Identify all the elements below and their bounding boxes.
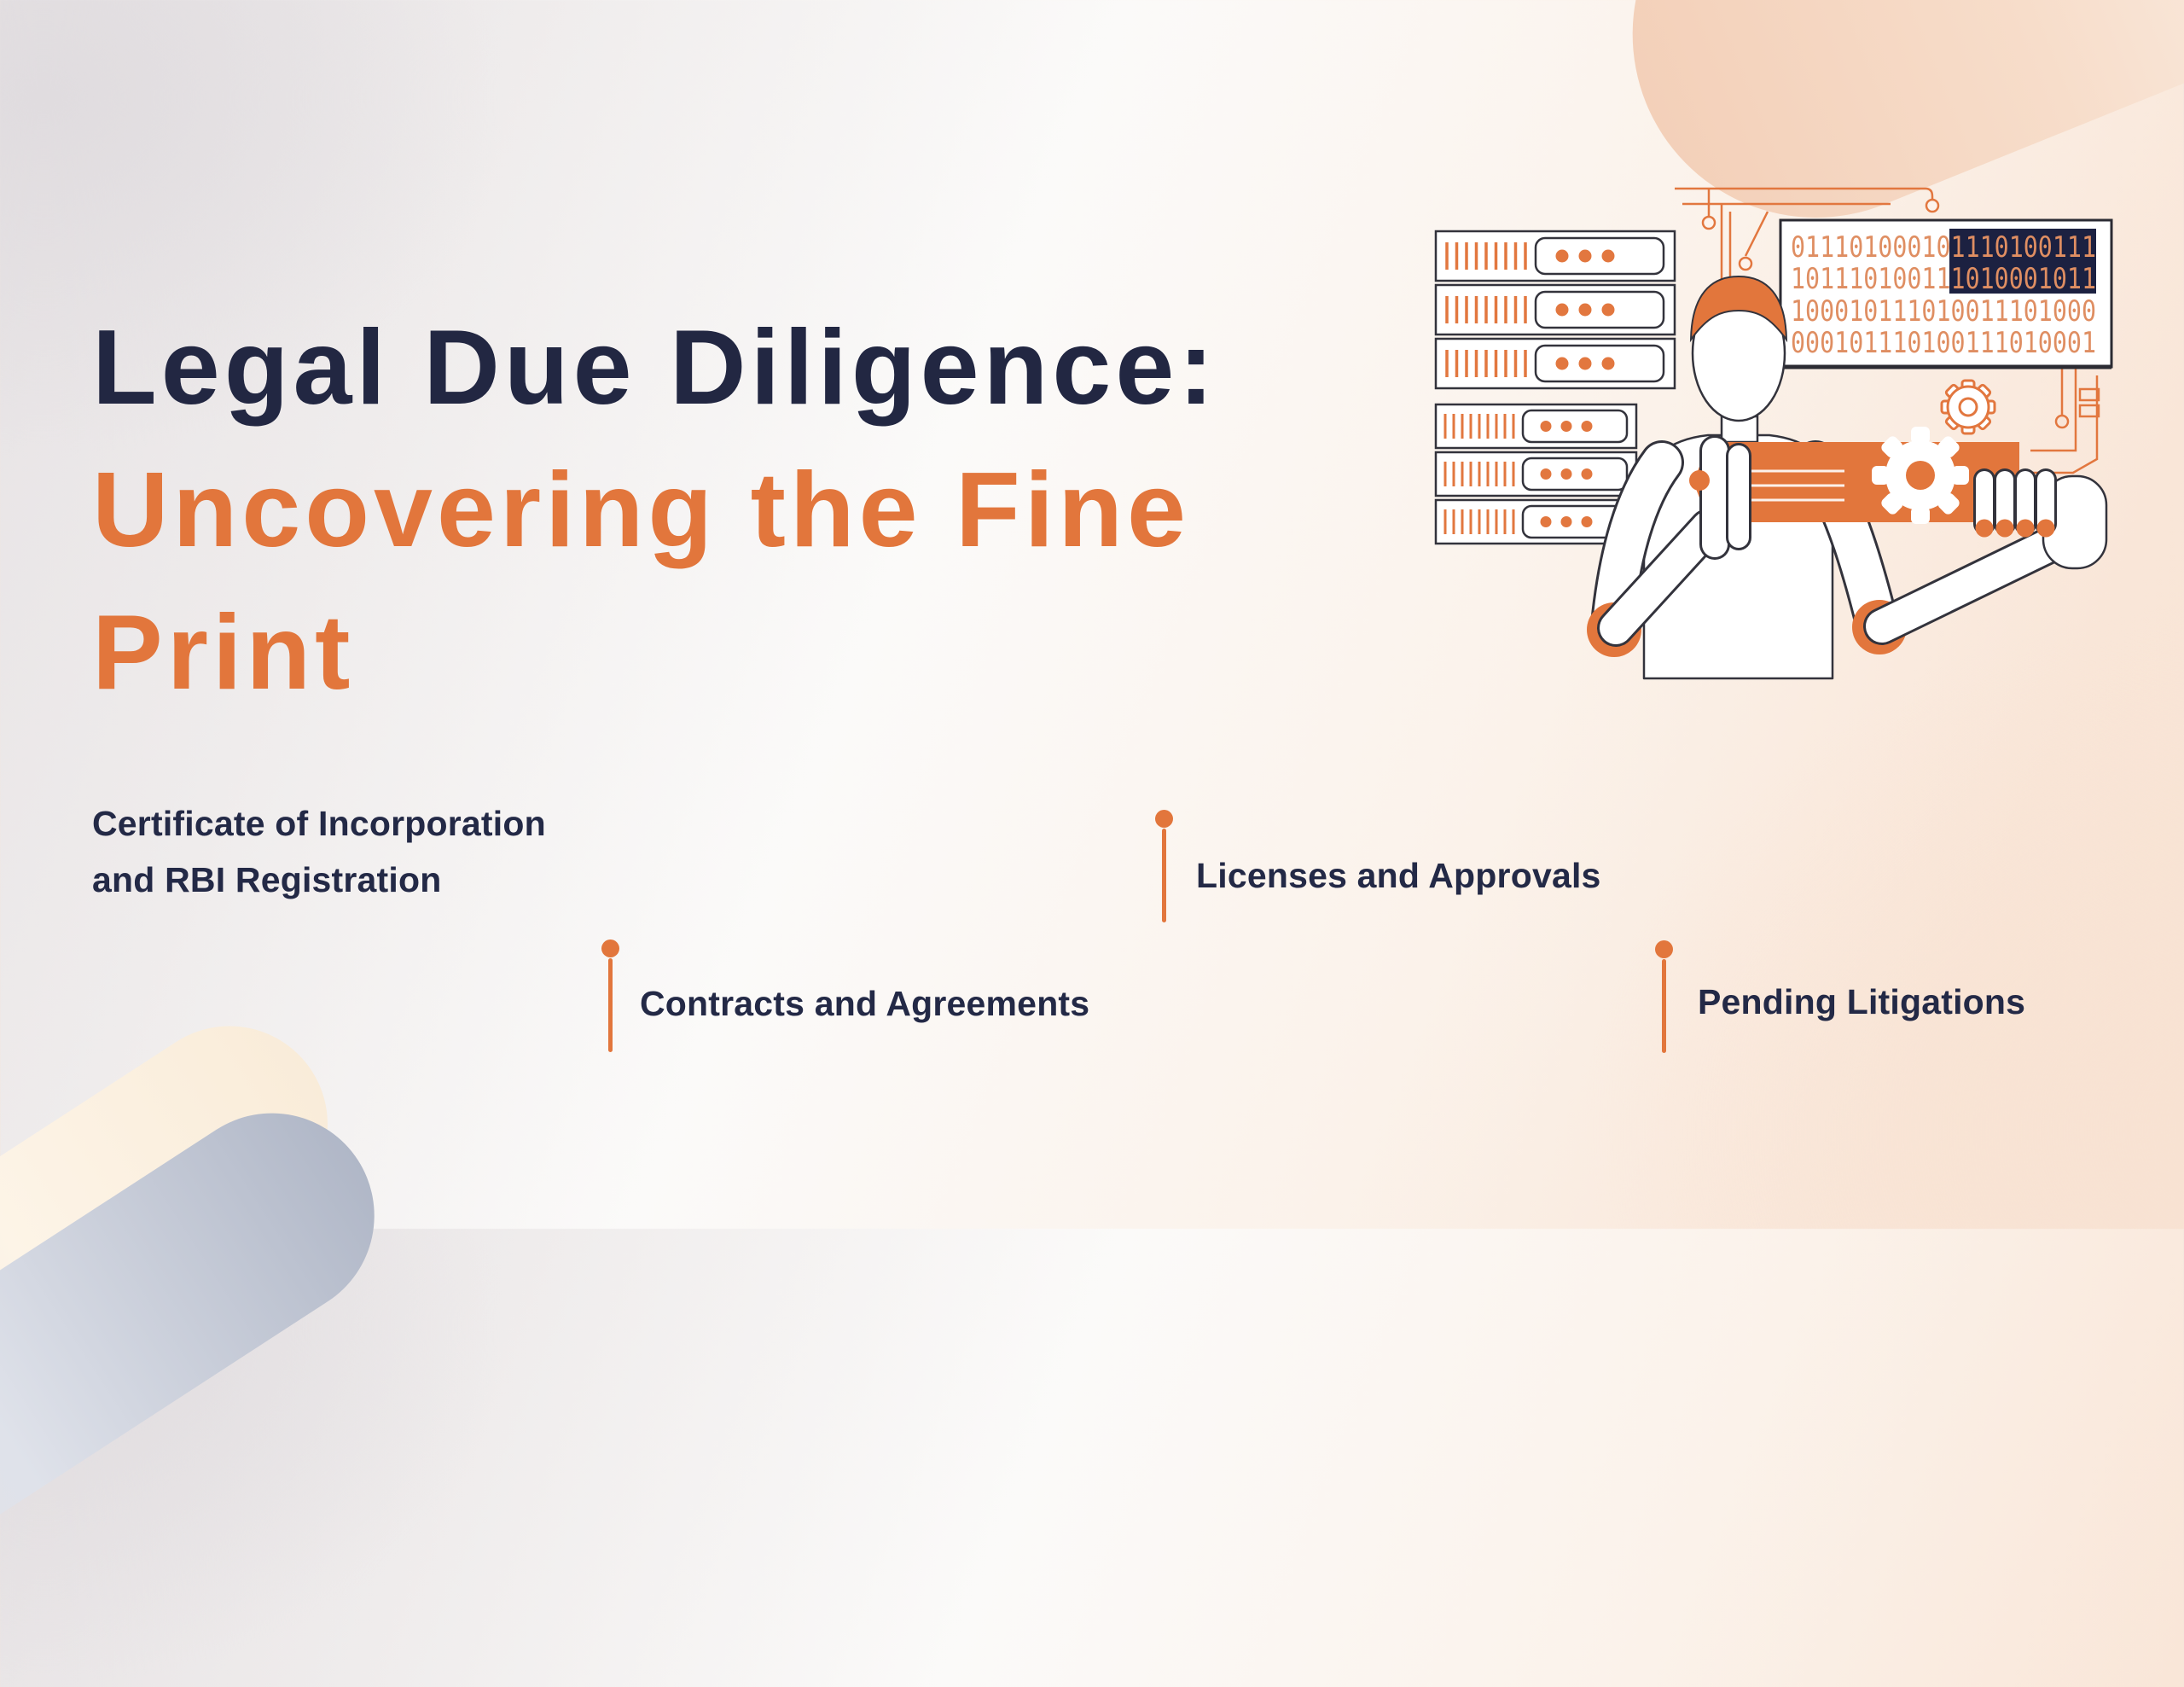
title-line-3: Print <box>92 594 355 712</box>
data-bar <box>1693 427 2019 524</box>
robot-data-illustration: 011101000101110100111 101110100111010001… <box>1434 187 2113 680</box>
robot-cap <box>1689 275 1788 343</box>
checklist-item-line-2: and RBI Registration <box>92 860 442 899</box>
timeline-pin <box>1655 940 1673 1053</box>
gear-icon <box>1940 379 1996 435</box>
pin-dot-icon <box>601 939 619 957</box>
pin-line <box>1662 959 1666 1053</box>
checklist-item-licenses: Licenses and Approvals <box>1196 856 1601 895</box>
server-rack-icon <box>1434 403 1638 545</box>
gear-icon <box>1872 427 1969 524</box>
pin-dot-icon <box>1655 940 1673 958</box>
binary-highlight-box <box>1949 229 2096 294</box>
title-line-1: Legal Due Diligence: <box>92 309 1218 427</box>
timeline-pin <box>601 939 619 1052</box>
binary-row: 000101110100111010001 <box>1791 326 2096 360</box>
timeline-pin <box>1155 810 1173 922</box>
pin-line <box>608 958 613 1052</box>
server-rack-icon <box>1434 230 1676 390</box>
checklist-item-contracts: Contracts and Agreements <box>640 984 1090 1023</box>
title-line-2: Uncovering the Fine <box>92 451 1190 569</box>
circuit-icon <box>1675 187 2100 474</box>
page-title: Legal Due Diligence: Uncovering the Fine… <box>92 297 1218 724</box>
pin-line <box>1162 829 1166 922</box>
binary-row: 011101000101110100111 <box>1791 230 2096 265</box>
checklist-item-certificate: Certificate of Incorporation and RBI Reg… <box>92 795 546 908</box>
robot-right-hand <box>1973 468 2108 570</box>
pin-dot-icon <box>1155 810 1173 828</box>
checklist-item-litigations: Pending Litigations <box>1698 982 2026 1021</box>
binary-row: 100010111010011101000 <box>1791 294 2096 329</box>
robot-left-hand <box>1597 435 1751 647</box>
binary-panel: 011101000101110100111 101110100111010001… <box>1779 218 2113 369</box>
checklist-item-line-1: Certificate of Incorporation <box>92 804 546 843</box>
binary-row: 101110100111010001011 <box>1791 262 2096 296</box>
